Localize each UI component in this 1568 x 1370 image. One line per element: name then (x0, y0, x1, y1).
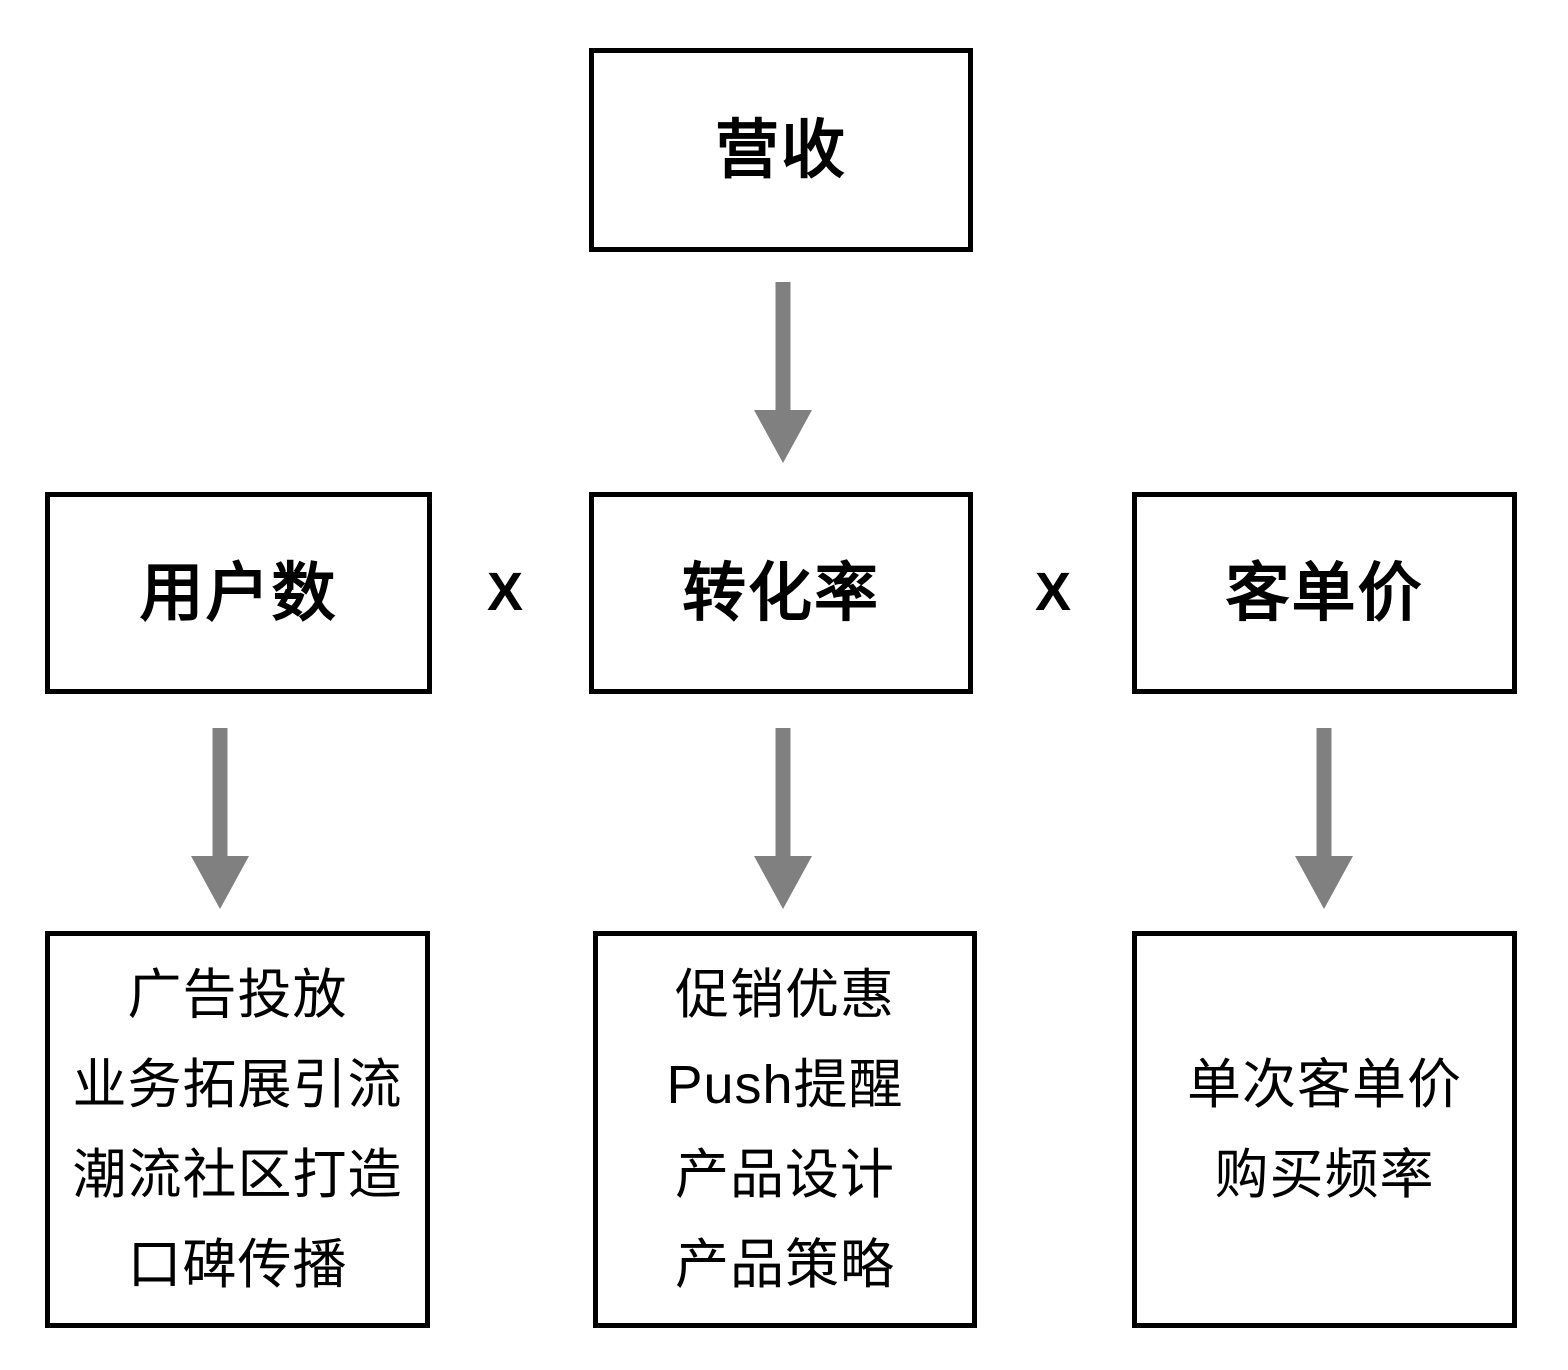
node-conversion-rate-label: 转化率 (682, 556, 880, 629)
list-item: 购买频率 (1214, 1144, 1435, 1205)
arrow-user-to-tactics (189, 728, 251, 910)
list-item: Push提醒 (666, 1054, 904, 1115)
arrow-revenue-to-conversion (752, 282, 814, 464)
list-item: 广告投放 (127, 964, 348, 1025)
node-conversion-rate[interactable]: 转化率 (589, 492, 973, 694)
node-order-value[interactable]: 客单价 (1132, 492, 1517, 694)
arrow-conversion-to-tactics (752, 728, 814, 910)
user-count-tactics-list: 广告投放 业务拓展引流 潮流社区打造 口碑传播 (60, 954, 415, 1305)
conversion-rate-tactics-list: 促销优惠 Push提醒 产品设计 产品策略 (608, 954, 962, 1305)
node-user-count-label: 用户数 (139, 556, 338, 629)
node-revenue-label: 营收 (715, 113, 847, 186)
order-value-tactics-list: 单次客单价 购买频率 (1147, 954, 1502, 1305)
node-order-value-tactics[interactable]: 单次客单价 购买频率 (1132, 931, 1517, 1328)
list-item: 口碑传播 (127, 1234, 348, 1295)
list-item: 产品策略 (675, 1234, 895, 1295)
list-item: 产品设计 (675, 1144, 895, 1205)
node-user-count-tactics[interactable]: 广告投放 业务拓展引流 潮流社区打造 口碑传播 (45, 931, 430, 1328)
arrow-order-to-tactics (1293, 728, 1355, 910)
list-item: 单次客单价 (1187, 1054, 1462, 1115)
node-user-count[interactable]: 用户数 (45, 492, 432, 694)
list-item: 促销优惠 (675, 964, 895, 1025)
list-item: 潮流社区打造 (72, 1144, 403, 1205)
list-item: 业务拓展引流 (72, 1054, 403, 1115)
node-order-value-label: 客单价 (1225, 556, 1424, 629)
node-revenue[interactable]: 营收 (589, 48, 973, 252)
node-conversion-rate-tactics[interactable]: 促销优惠 Push提醒 产品设计 产品策略 (593, 931, 977, 1328)
operator-multiply-2: X (1034, 562, 1072, 622)
operator-multiply-1: X (486, 562, 524, 622)
